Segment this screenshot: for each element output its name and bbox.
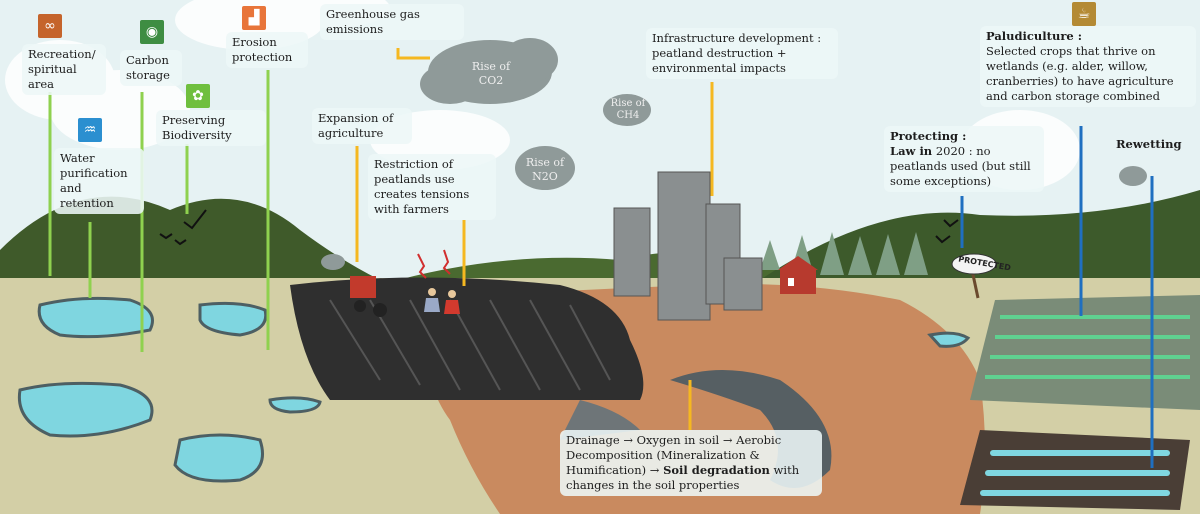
label-infrastructure: Infrastructure development : peatland de… bbox=[646, 28, 838, 79]
label-greenhouse: Greenhouse gas emissions bbox=[320, 4, 464, 40]
label-carbon-storage: Carbon storage bbox=[120, 50, 182, 86]
label-paludiculture: Paludiculture : Selected crops that thri… bbox=[980, 26, 1196, 107]
gas-n2o: Rise of N2O bbox=[525, 156, 565, 183]
label-expansion: Expansion of agriculture bbox=[312, 108, 412, 144]
gas-ch4: Rise of CH4 bbox=[610, 98, 646, 121]
sdg-water-icon: ♒ bbox=[78, 118, 102, 142]
label-recreation: Recreation/ spiritual area bbox=[22, 44, 106, 95]
label-water: Water purification and retention bbox=[54, 148, 144, 214]
peat-furrows bbox=[329, 299, 611, 391]
sdg-cup-icon: ☕ bbox=[1072, 2, 1096, 26]
drainage-bold: Soil degradation bbox=[663, 463, 770, 477]
label-erosion-protection: Erosion protection bbox=[226, 32, 308, 68]
house bbox=[778, 256, 818, 294]
tractor bbox=[350, 276, 387, 317]
blue-arrows bbox=[960, 126, 1154, 468]
birds bbox=[159, 209, 959, 246]
gas-co2: Rise of CO2 bbox=[471, 60, 511, 87]
sdg-biodiversity-icon: ✿ bbox=[186, 84, 210, 108]
peat-field bbox=[290, 277, 644, 400]
label-protecting: Protecting : Law in 2020 : no peatlands … bbox=[884, 126, 1044, 192]
paludiculture-title: Paludiculture : bbox=[986, 29, 1082, 43]
farmers bbox=[417, 249, 460, 314]
gas-clouds bbox=[321, 38, 1147, 270]
paludiculture-field bbox=[970, 295, 1200, 410]
label-restriction: Restriction of peatlands use creates ten… bbox=[368, 154, 496, 220]
orange-arrows bbox=[355, 48, 714, 430]
protecting-title: Protecting : bbox=[890, 129, 967, 143]
sdg-infinity-icon: ∞ bbox=[38, 14, 62, 38]
label-drainage: Drainage → Oxygen in soil → Aerobic Deco… bbox=[560, 430, 822, 496]
protected-sign bbox=[951, 253, 997, 299]
buildings bbox=[613, 171, 763, 321]
arrow-greenhouse bbox=[396, 48, 430, 60]
drainage-tail: with changes in the soil properties bbox=[566, 463, 800, 492]
paludiculture-text: Selected crops that thrive on wetlands (… bbox=[986, 44, 1174, 103]
water-strips bbox=[980, 450, 1170, 496]
green-arrows bbox=[48, 70, 270, 352]
sdg-eye-icon: ◉ bbox=[140, 20, 164, 44]
label-biodiversity: Preserving Biodiversity bbox=[156, 110, 266, 146]
left-hill bbox=[0, 196, 380, 300]
label-rewetting: Rewetting bbox=[1110, 134, 1188, 155]
sdg-factory-icon: ▟ bbox=[242, 6, 266, 30]
drainage-text: Drainage → Oxygen in soil → Aerobic Deco… bbox=[566, 433, 782, 477]
protecting-text: 2020 : no peatlands used (but still some… bbox=[890, 144, 1031, 188]
rewetting-title: Rewetting bbox=[1116, 137, 1182, 151]
ponds bbox=[17, 296, 971, 483]
protecting-law: Law in bbox=[890, 144, 933, 158]
forest bbox=[760, 232, 928, 275]
crop-rows bbox=[985, 315, 1190, 379]
